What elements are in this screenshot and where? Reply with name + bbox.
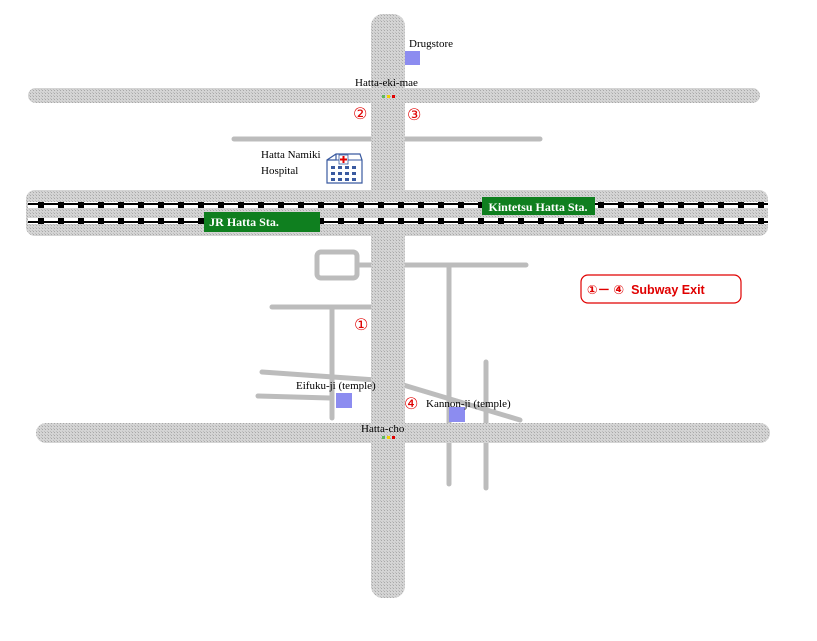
- legend-text: ①－ ④ Subway Exit: [587, 283, 706, 297]
- kannonji-label: Kannon-ji (temple): [426, 398, 511, 410]
- street-loop: [314, 249, 360, 281]
- eifukuji-label: Eifuku-ji (temple): [296, 380, 376, 392]
- legend-box: ①－ ④ Subway Exit: [580, 274, 742, 304]
- exit-4-marker[interactable]: ④: [404, 396, 418, 413]
- hospital-label-line2: Hospital: [261, 165, 298, 177]
- exit-3-marker[interactable]: ③: [407, 107, 421, 124]
- kannonji-marker-icon[interactable]: [449, 407, 465, 422]
- drugstore-label: Drugstore: [409, 38, 453, 50]
- exit-1-marker[interactable]: ①: [354, 317, 368, 334]
- kintetsu-station-label: Kintetsu Hatta Sta.: [489, 200, 588, 214]
- hatta-eki-mae-label: Hatta-eki-mae: [355, 77, 418, 89]
- railway: [26, 190, 768, 236]
- traffic-light-north-icon: [382, 95, 395, 98]
- rail-track-lower: [28, 218, 768, 224]
- hospital-label-line1: Hatta Namiki: [261, 149, 321, 161]
- hatta-cho-label: Hatta-cho: [361, 423, 405, 435]
- street-low-left: [255, 393, 333, 401]
- side-streets: [231, 136, 543, 491]
- eifukuji-marker-icon[interactable]: [336, 393, 352, 408]
- station-jr[interactable]: JR Hatta Sta.: [204, 212, 320, 232]
- rail-corridor: [26, 190, 768, 236]
- street-diagonal-right: [397, 381, 523, 423]
- main-roads: [28, 14, 770, 598]
- road-main-vertical: [371, 14, 405, 598]
- rail-track-upper: [28, 202, 768, 208]
- exit-2-marker[interactable]: ②: [353, 106, 367, 123]
- drugstore-marker-icon[interactable]: [405, 51, 420, 65]
- traffic-light-south-icon: [382, 436, 395, 439]
- hospital-icon[interactable]: [326, 153, 363, 184]
- jr-station-label: JR Hatta Sta.: [209, 215, 279, 229]
- street-diagonal-left: [259, 369, 379, 383]
- station-kintetsu[interactable]: Kintetsu Hatta Sta.: [482, 197, 595, 215]
